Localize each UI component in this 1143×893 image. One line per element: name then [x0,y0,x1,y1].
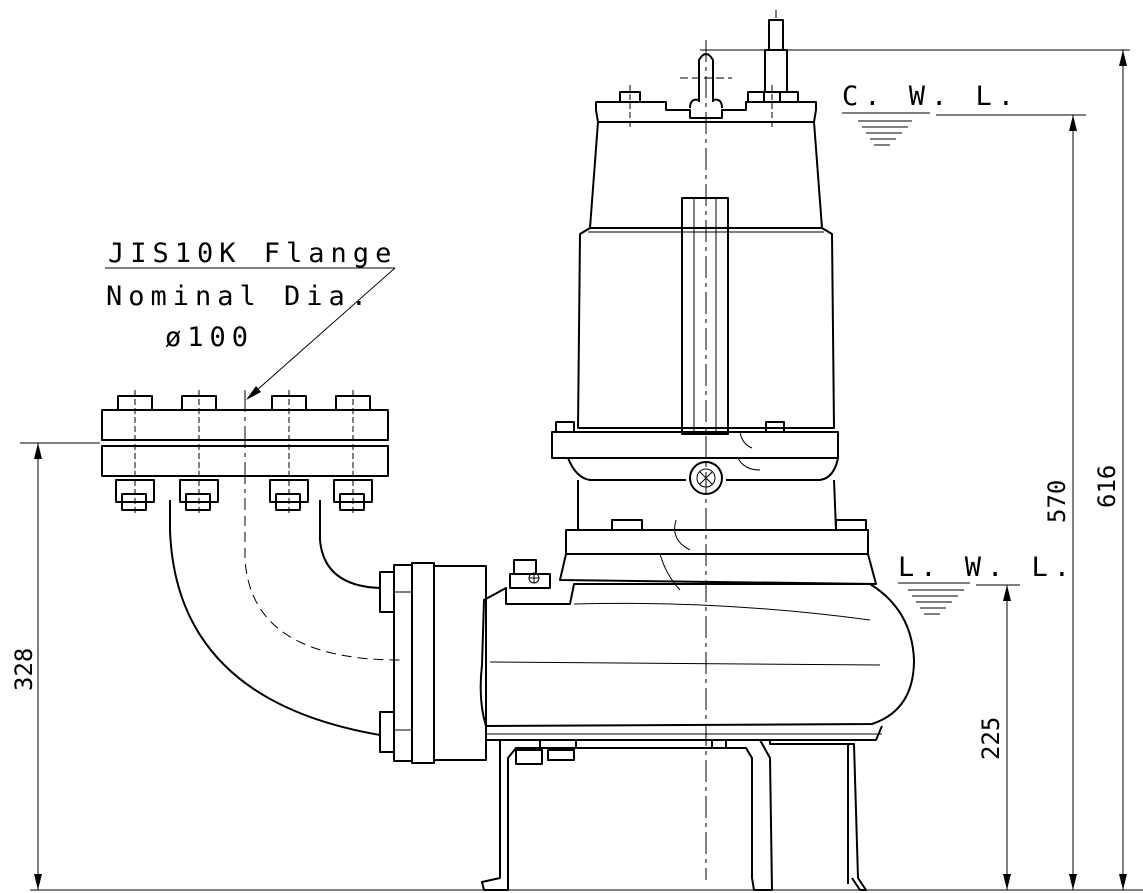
motor-frame [577,121,835,435]
pump-casing [479,559,915,741]
lwl-label: L. W. L. [898,552,1076,583]
dim-616 [700,49,1130,890]
flange-callout-nominal: Nominal Dia. [106,281,373,312]
motor-flange [551,421,839,495]
lifting-eye [680,53,732,109]
flange-callout-diameter: ø100 [165,322,254,353]
dim-570-label: 570 [1043,480,1071,523]
discharge-elbow [169,500,401,736]
pump-stand [481,739,867,891]
motor-top-cover [595,85,817,128]
flange-callout-title: JIS10K Flange [108,238,397,269]
lwl-symbol [898,582,970,615]
jis-flange [101,390,389,516]
dim-328 [20,442,100,890]
dim-225 [976,584,1020,890]
seal-housing [559,479,877,591]
discharge-flange-side [379,562,487,764]
dim-616-label: 616 [1093,465,1121,508]
cable-entry [764,10,788,93]
dim-570 [936,114,1086,890]
flange-callout-leader [105,267,396,400]
dim-328-label: 328 [10,648,38,691]
cwl-symbol [842,112,930,146]
dim-225-label: 225 [977,717,1005,760]
cwl-label: C. W. L. [842,81,1020,112]
